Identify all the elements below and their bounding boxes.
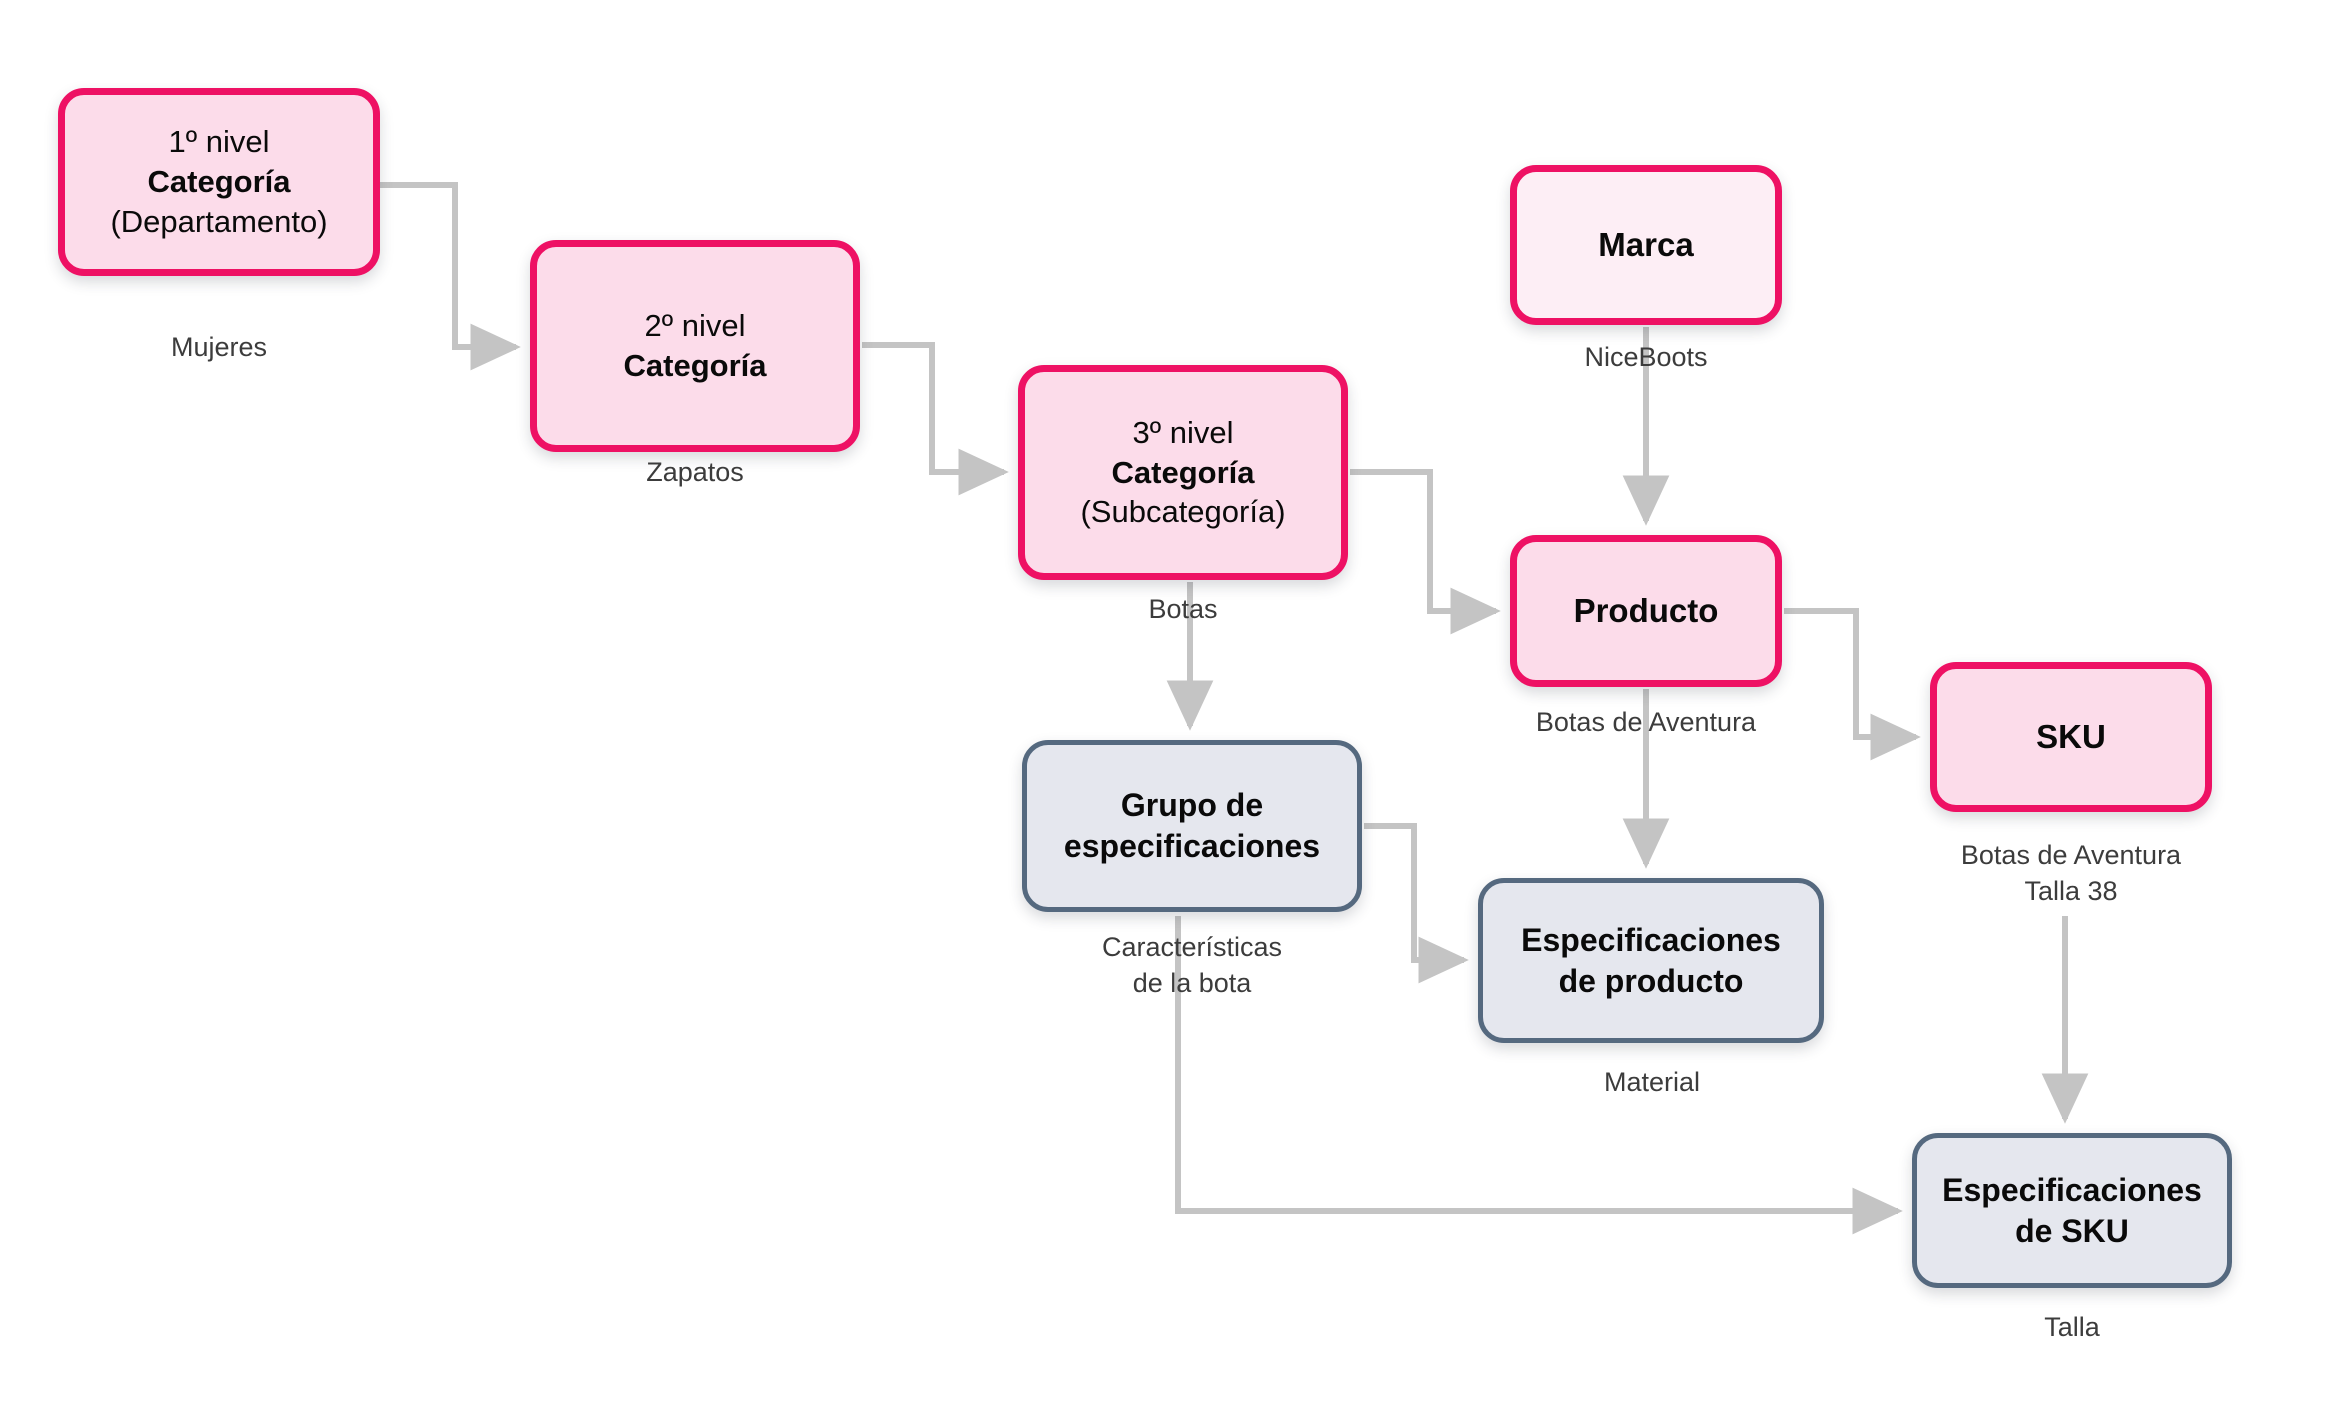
node-especificaciones-producto-line2: de producto — [1558, 962, 1744, 999]
node-categoria-nivel2[interactable]: 2º nivel Categoría — [530, 240, 860, 452]
node-especificaciones-sku-line1: Especificaciones — [1942, 1171, 2202, 1208]
caption-producto: Botas de Aventura — [1535, 707, 1757, 737]
edge-cat3-to-producto — [1350, 469, 1501, 635]
node-sku[interactable]: SKU — [1930, 662, 2212, 812]
node-categoria-nivel3-line1: 3º nivel — [1132, 414, 1234, 450]
node-categoria-nivel2-line1: 2º nivel — [644, 308, 746, 344]
node-producto-line1: Producto — [1573, 591, 1719, 629]
node-categoria-nivel1-line1: 1º nivel — [168, 124, 270, 160]
node-categoria-nivel1-line2: Categoría — [147, 164, 291, 200]
node-categoria-nivel1-line3: (Departamento) — [110, 203, 328, 239]
node-grupo-especificaciones[interactable]: Grupo de especificaciones — [1022, 740, 1362, 912]
edge-cat2-to-cat3 — [862, 342, 1009, 496]
node-especificaciones-producto[interactable]: Especificaciones de producto — [1478, 878, 1824, 1043]
node-categoria-nivel3-line2: Categoría — [1111, 454, 1255, 490]
caption-grupo-especificaciones: Características de la bota — [1101, 932, 1283, 998]
node-grupo-especificaciones-line1: Grupo de — [1120, 787, 1264, 824]
node-categoria-nivel2-line2: Categoría — [623, 348, 767, 383]
node-categoria-nivel1[interactable]: 1º nivel Categoría (Departamento) — [58, 88, 380, 276]
caption-categoria-nivel1: Mujeres — [170, 332, 268, 362]
caption-sku: Botas de Aventura Talla 38 — [1960, 840, 2182, 906]
caption-categoria-nivel2: Zapatos — [646, 457, 744, 487]
caption-especificaciones-producto: Material — [1603, 1067, 1701, 1097]
node-especificaciones-sku-line2: de SKU — [2015, 1212, 2129, 1249]
caption-categoria-nivel3: Botas — [1148, 594, 1218, 624]
node-categoria-nivel3-line3: (Subcategoría) — [1080, 494, 1286, 530]
node-especificaciones-sku[interactable]: Especificaciones de SKU — [1912, 1133, 2232, 1288]
node-producto[interactable]: Producto — [1510, 535, 1782, 687]
node-marca-line1: Marca — [1598, 225, 1694, 263]
node-especificaciones-producto-line1: Especificaciones — [1521, 921, 1781, 958]
caption-especificaciones-sku: Talla — [2044, 1312, 2100, 1342]
node-grupo-especificaciones-line2: especificaciones — [1063, 828, 1321, 864]
node-sku-line1: SKU — [2036, 717, 2106, 755]
node-categoria-nivel3[interactable]: 3º nivel Categoría (Subcategoría) — [1018, 365, 1348, 580]
edge-cat1-to-cat2 — [380, 182, 521, 371]
caption-marca: NiceBoots — [1584, 342, 1708, 372]
node-marca[interactable]: Marca — [1510, 165, 1782, 325]
